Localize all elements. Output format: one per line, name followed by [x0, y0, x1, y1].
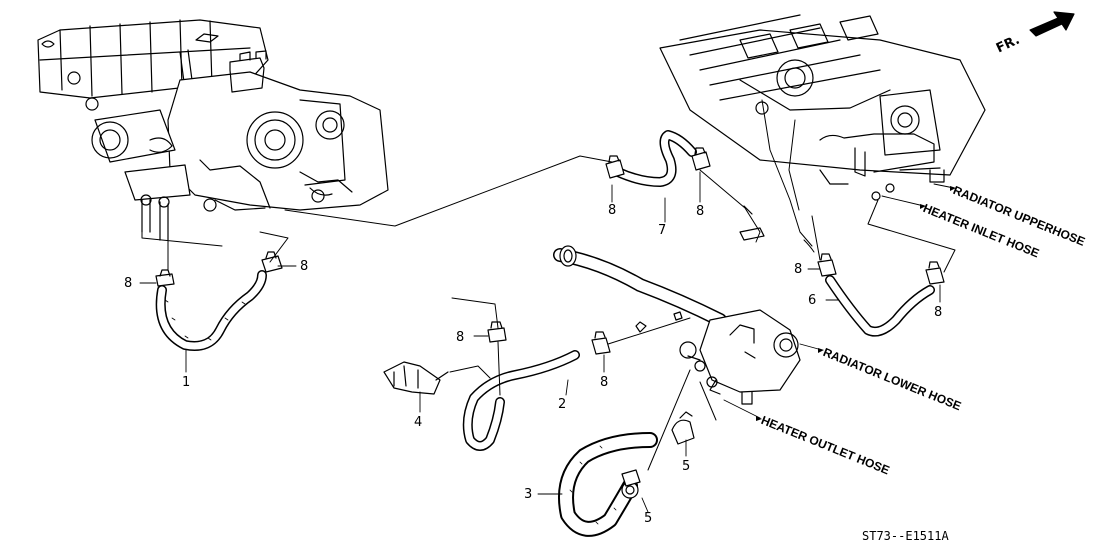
part-number-2: 2: [558, 397, 567, 412]
part-number-5-upper: 5: [682, 459, 691, 474]
clip-8-a: [155, 269, 175, 287]
clip-8-c: [605, 155, 625, 179]
clip-5-b: [621, 469, 641, 499]
clip-5-a: [671, 411, 695, 445]
callout-leaders: [139, 171, 955, 513]
clip-8-g: [487, 321, 507, 343]
part-number-8-top-a: 8: [608, 203, 617, 218]
clip-8-f: [925, 261, 945, 285]
clip-8-h: [591, 331, 611, 355]
hose-1: [155, 270, 267, 351]
part-number-8-right-a: 8: [794, 262, 803, 277]
part-number-3: 3: [524, 487, 533, 502]
part-number-8-right-b: 8: [934, 305, 943, 320]
hose-2: [462, 350, 580, 451]
cylinder-head-assembly: [659, 14, 986, 201]
water-pipe: [553, 245, 727, 327]
hose-7: [613, 130, 697, 187]
part-number-8-left-b: 8: [300, 259, 309, 274]
part-number-8-left-a: 8: [124, 276, 133, 291]
part-number-6: 6: [808, 293, 817, 308]
clip-8-d: [691, 147, 711, 171]
hose-3: [558, 432, 658, 537]
part-number-8-top-b: 8: [696, 204, 705, 219]
diagram-code: ST73--E1511A: [862, 529, 949, 543]
thermostat-housing: [679, 309, 801, 405]
part-number-4: 4: [414, 415, 423, 430]
hose-6: [825, 275, 935, 337]
part-number-5-lower: 5: [644, 511, 653, 526]
front-direction-arrow: [1029, 11, 1075, 37]
clip-8-b: [261, 251, 283, 273]
throttle-body-assembly: [37, 19, 389, 241]
part-number-8-mid-a: 8: [456, 330, 465, 345]
part-number-1: 1: [182, 375, 191, 390]
connector-4: [383, 361, 449, 395]
part-number-8-mid-b: 8: [600, 375, 609, 390]
clip-8-e: [817, 253, 837, 277]
part-number-7: 7: [658, 223, 667, 238]
